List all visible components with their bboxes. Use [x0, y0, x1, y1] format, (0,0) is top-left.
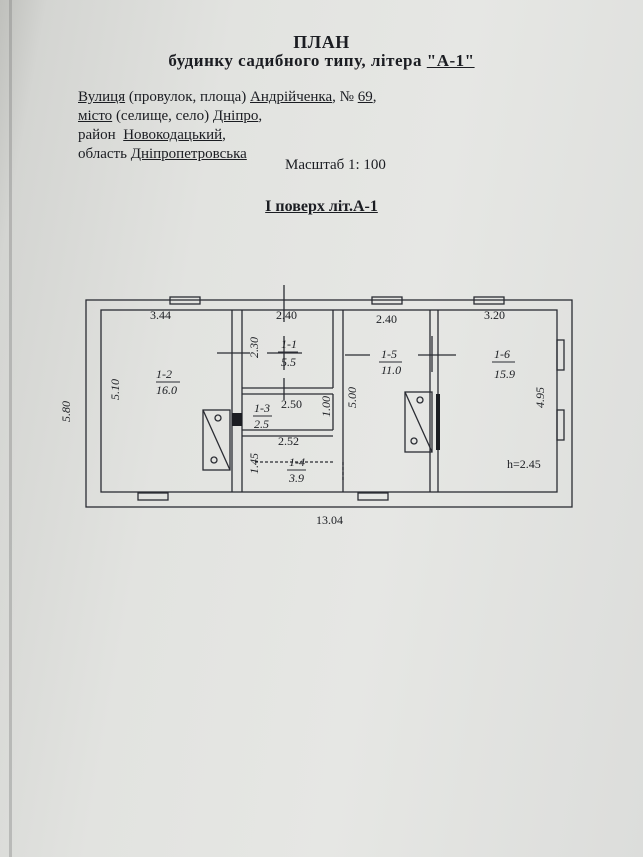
inner-wall-outline [100, 309, 558, 493]
room-1-2-area: 16.0 [156, 383, 177, 397]
wall-mark [436, 394, 440, 450]
dim-room-1-1-depth: 2.30 [247, 337, 261, 358]
room-1-2-id: 1-2 [156, 367, 172, 381]
stove [202, 409, 231, 471]
dim-room-1-5-depth: 5.00 [345, 387, 359, 408]
room-1-4-id: 1-4 [289, 455, 305, 469]
city-label: місто [78, 108, 113, 124]
dim-room-1-4-depth: 1.45 [247, 453, 261, 474]
city-hint: (селище, село) [115, 108, 210, 124]
dim-room-1-6-width: 3.20 [484, 308, 505, 322]
room-1-5-id: 1-5 [381, 347, 397, 361]
window [473, 296, 505, 305]
address-city-line: місто (селище, село) Дніпро, [78, 108, 263, 124]
dim-room-1-2-depth: 5.10 [108, 379, 122, 400]
room-1-3-area: 2.5 [254, 417, 269, 431]
page-fold-edge [9, 0, 12, 857]
address-region-line: область Дніпропетровська [78, 145, 376, 164]
window [169, 296, 201, 305]
subtitle-letter: "А-1" [426, 51, 475, 70]
room-1-3-id: 1-3 [254, 401, 270, 415]
city-name: Дніпро [212, 108, 259, 124]
street-name: Андрійченка [250, 89, 333, 105]
window [357, 492, 389, 501]
address-street-line: Вулиця (провулок, площа) Андрійченка, № … [78, 89, 377, 105]
room-1-1-id: 1-1 [281, 337, 297, 351]
dim-overall-depth: 5.80 [59, 401, 73, 422]
document-subtitle: будинку садибного типу, літера "А-1" [0, 51, 643, 71]
street-label: Вулиця [78, 89, 126, 105]
house-number: 69 [357, 89, 373, 105]
door-mark [232, 413, 242, 426]
dim-room-1-2-width: 3.44 [150, 308, 171, 322]
dim-room-1-5-width: 2.40 [376, 312, 397, 326]
floor-title: I поверх літ.А-1 [265, 198, 378, 215]
room-1-5-area: 11.0 [381, 363, 401, 377]
room-1-1-area: 5.5 [281, 355, 296, 369]
dim-room-1-6-depth: 4.95 [533, 387, 547, 408]
region-label: область [78, 146, 127, 162]
district-label: район [78, 127, 116, 143]
number-label: № [339, 89, 354, 105]
district-name: Новокодацький [123, 127, 223, 143]
window [556, 339, 565, 371]
window [137, 492, 169, 501]
dim-overall-width: 13.04 [316, 513, 343, 527]
address-district-line: район Новокодацький, [78, 127, 226, 143]
room-1-6-id: 1-6 [494, 347, 510, 361]
stove [404, 391, 433, 453]
dim-room-1-3-depth: 1.00 [319, 396, 333, 417]
region-name: Дніпропетровська [130, 146, 247, 162]
address-block: Вулиця (провулок, площа) Андрійченка, № … [78, 88, 376, 164]
room-1-6-area: 15.9 [494, 367, 515, 381]
window [371, 296, 403, 305]
document-title: ПЛАН [293, 32, 350, 52]
dim-room-1-3-width: 2.50 [281, 397, 302, 411]
street-hint: (провулок, площа) [128, 89, 247, 105]
subtitle-prefix: будинку садибного типу, літера [168, 51, 423, 70]
outer-wall-outline [85, 299, 573, 508]
dim-room-1-4-width: 2.52 [278, 434, 299, 448]
scale-label: Масштаб 1: 100 [285, 157, 386, 173]
window [556, 409, 565, 441]
dim-room-1-1-width: 2.40 [276, 308, 297, 322]
room-1-4-area: 3.9 [288, 471, 304, 485]
ceiling-height: h=2.45 [507, 457, 541, 471]
